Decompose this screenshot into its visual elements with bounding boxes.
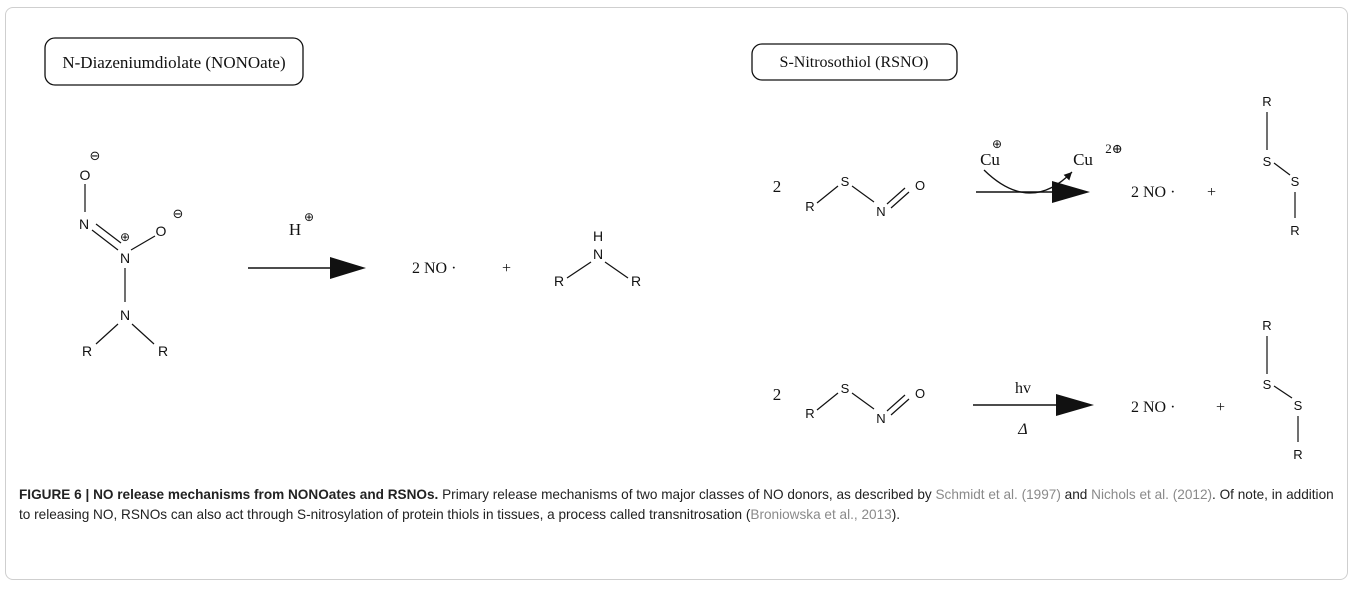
plus-charge: ⊕: [304, 210, 314, 224]
figure-caption: FIGURE 6 | NO release mechanisms from NO…: [19, 485, 1339, 525]
cu-2plus-reagent: Cu: [1073, 150, 1093, 169]
caption-text: Primary release mechanisms of two major …: [442, 487, 932, 502]
figure-label: FIGURE 6 |: [19, 487, 90, 502]
cu-2plus-charge: 2⊕: [1105, 141, 1122, 156]
rsno-panel: S-Nitrosothiol (RSNO) 2 R S N O Cu ⊕ Cu …: [751, 43, 1303, 462]
atom-S-1: S: [1263, 377, 1272, 392]
no-product: 2 NO ·: [412, 260, 456, 277]
coefficient: 2: [773, 177, 782, 196]
atom-R-top: R: [1262, 318, 1271, 333]
atom-N-3: N: [120, 307, 130, 323]
no-product: 2 NO ·: [1131, 399, 1175, 416]
no-product: 2 NO ·: [1131, 184, 1175, 201]
citation-link[interactable]: Broniowska et al., 2013: [750, 507, 892, 522]
citation-link[interactable]: Schmidt et al. (1997): [935, 487, 1061, 502]
light-arrowhead: [1056, 394, 1094, 416]
atom-R-left: R: [82, 343, 92, 359]
heat-reagent: Δ: [1017, 421, 1027, 438]
figure-frame: [5, 7, 1348, 580]
figure-title: NO release mechanisms from NONOates and …: [93, 487, 439, 502]
copper-curved-arrow: [983, 169, 1073, 194]
atom-R-top: R: [1262, 94, 1271, 109]
cu-plus-reagent: Cu: [980, 150, 1000, 169]
atom-O: O: [915, 178, 925, 193]
plus-sign: +: [1207, 184, 1216, 201]
atom-N-1: N: [79, 216, 89, 232]
minus-charge: ⊖: [90, 148, 101, 163]
light-reagent: hv: [1015, 380, 1031, 397]
nonoate-title-box: [44, 37, 304, 86]
atom-R-right: R: [631, 273, 641, 289]
reaction-scheme: N-Diazeniumdiolate (NONOate) O ⊖ N ⊕ N O…: [44, 37, 1303, 462]
proton-reagent: H: [289, 220, 301, 239]
coefficient: 2: [773, 385, 782, 404]
plus-charge: ⊕: [120, 230, 130, 244]
atom-N: N: [876, 411, 885, 426]
atom-S: S: [841, 174, 850, 189]
atom-R-right: R: [158, 343, 168, 359]
atom-S-2: S: [1291, 174, 1300, 189]
plus-sign: +: [1216, 399, 1225, 416]
atom-O-side: O: [156, 223, 167, 239]
atom-S-2: S: [1294, 398, 1303, 413]
nonoate-panel: N-Diazeniumdiolate (NONOate) O ⊖ N ⊕ N O…: [44, 37, 641, 359]
acid-arrowhead: [330, 257, 366, 279]
atom-R: R: [805, 199, 814, 214]
rsno-title: S-Nitrosothiol (RSNO): [780, 54, 929, 71]
atom-O-top: O: [80, 167, 91, 183]
atom-N: N: [876, 204, 885, 219]
minus-charge: ⊖: [173, 206, 184, 221]
rsno-title-box: [751, 43, 958, 81]
plus-sign: +: [502, 260, 511, 277]
atom-R: R: [805, 406, 814, 421]
copper-reaction: 2 R S N O Cu ⊕ Cu 2⊕ 2 NO · + R S S R: [773, 94, 1300, 238]
atom-R-bottom: R: [1293, 447, 1302, 462]
caption-text: ).: [891, 507, 901, 522]
caption-text: and: [1064, 487, 1088, 502]
atom-S: S: [841, 381, 850, 396]
atom-S-1: S: [1263, 154, 1272, 169]
atom-N: N: [593, 246, 603, 262]
plus-charge: ⊕: [992, 137, 1002, 151]
nonoate-title: N-Diazeniumdiolate (NONOate): [62, 53, 285, 72]
citation-link[interactable]: Nichols et al. (2012): [1091, 487, 1213, 502]
nonoate-structure: O ⊖ N ⊕ N O ⊖ N R R: [79, 148, 184, 359]
atom-R-left: R: [554, 273, 564, 289]
amine-structure: H N R R: [554, 228, 641, 289]
photolysis-reaction: 2 R S N O hv Δ 2 NO · + R S S R: [773, 318, 1303, 462]
copper-arrowhead: [1052, 181, 1090, 203]
atom-R-bottom: R: [1290, 223, 1299, 238]
atom-H: H: [593, 228, 603, 244]
atom-O: O: [915, 386, 925, 401]
caption-text: . Of note, in addition to releasing NO, …: [19, 487, 1334, 522]
atom-N-2: N: [120, 250, 130, 266]
